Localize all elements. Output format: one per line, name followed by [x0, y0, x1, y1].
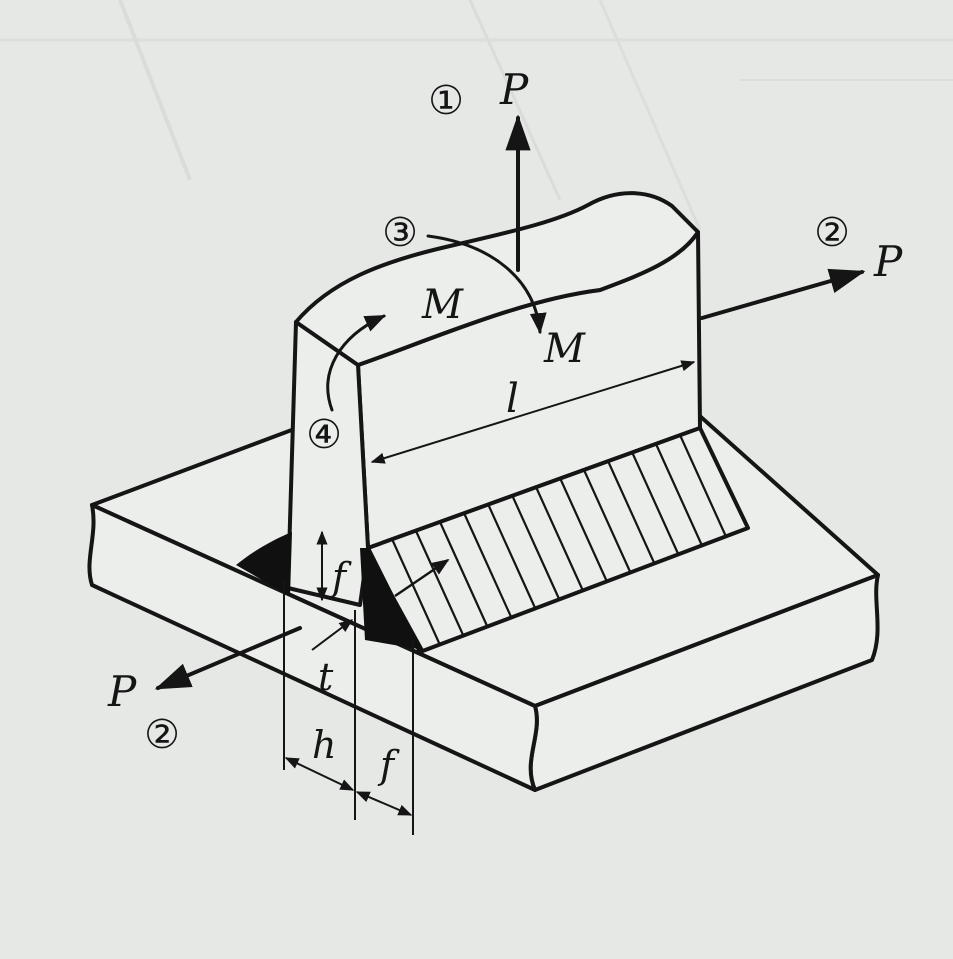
thickness-dimension-line — [284, 757, 355, 791]
length-dimension-line — [370, 360, 696, 464]
base-plate-side — [87, 503, 539, 792]
leg-bottom-dimension-line — [355, 791, 413, 816]
load-case-2-marker-right: ② — [814, 210, 850, 256]
moment-arc-3 — [426, 234, 547, 335]
dimension-lines — [283, 360, 696, 835]
force-label-2-left: P — [107, 667, 137, 716]
length-label: l — [506, 376, 519, 422]
force-arrow-axial-left — [154, 626, 302, 690]
force-arrow-axial-right — [700, 268, 866, 320]
moment-arc-4 — [326, 314, 386, 412]
moment-label-top: M — [421, 282, 464, 328]
load-case-2-marker-left: ② — [144, 712, 180, 758]
leg-label-bottom: f — [377, 743, 400, 787]
weld-root-section-right — [360, 548, 424, 650]
throat-leader — [311, 619, 354, 651]
force-label-1: P — [499, 65, 529, 114]
moment-label-right: M — [543, 326, 586, 372]
fillet-weld-right — [366, 426, 750, 654]
load-case-3-marker: ③ — [382, 210, 418, 256]
thickness-label: h — [312, 723, 336, 767]
web-plate-top — [294, 191, 700, 367]
force-label-2-right: P — [873, 237, 903, 286]
throat-label: t — [318, 655, 334, 699]
fillet-weld-left — [236, 532, 292, 596]
loads — [154, 114, 866, 690]
background-ghost-marks — [0, 0, 953, 231]
load-case-4-marker: ④ — [306, 412, 342, 458]
load-case-1-marker: ① — [428, 78, 464, 124]
